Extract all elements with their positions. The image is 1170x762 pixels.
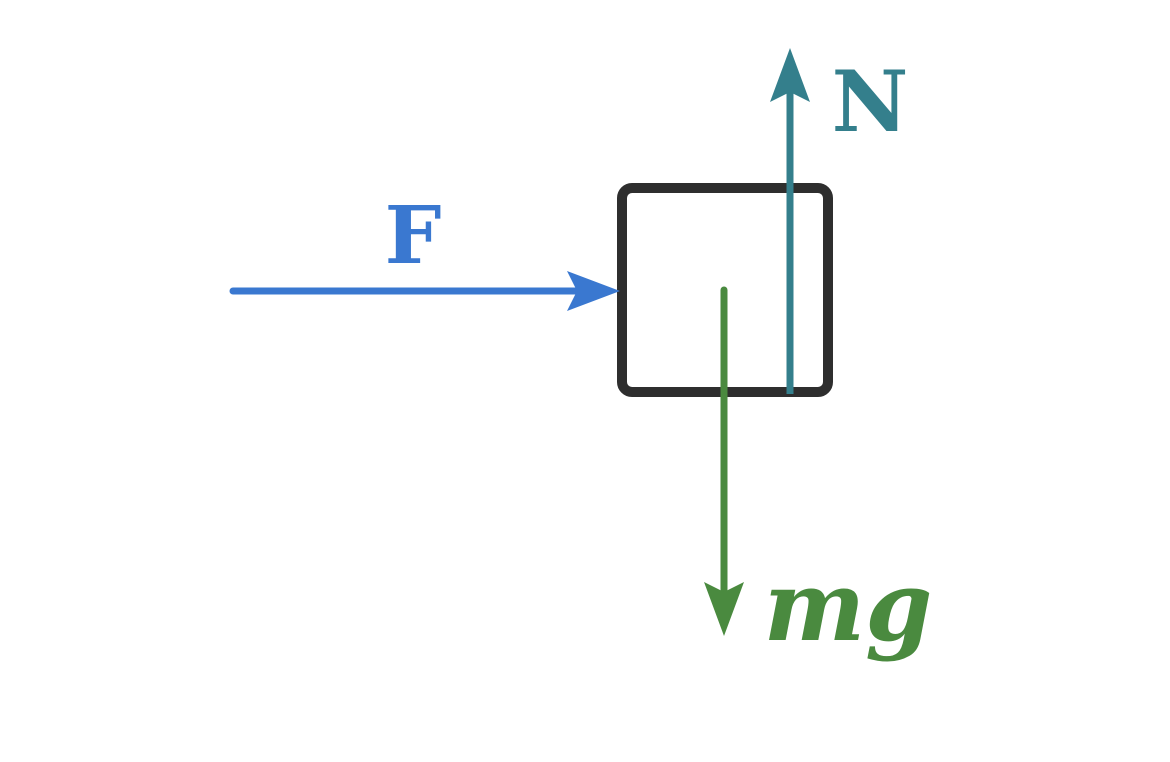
normal-force-arrowhead (770, 48, 810, 102)
applied-force-arrow (229, 271, 620, 311)
applied-force-label: F (385, 188, 442, 282)
weight-force-arrowhead (704, 582, 744, 636)
weight-force-label: mg (764, 550, 933, 663)
normal-force-label: N (832, 52, 909, 151)
normal-force-arrow (770, 48, 810, 394)
weight-force-arrow (704, 286, 744, 636)
applied-force-arrowhead (567, 271, 620, 311)
